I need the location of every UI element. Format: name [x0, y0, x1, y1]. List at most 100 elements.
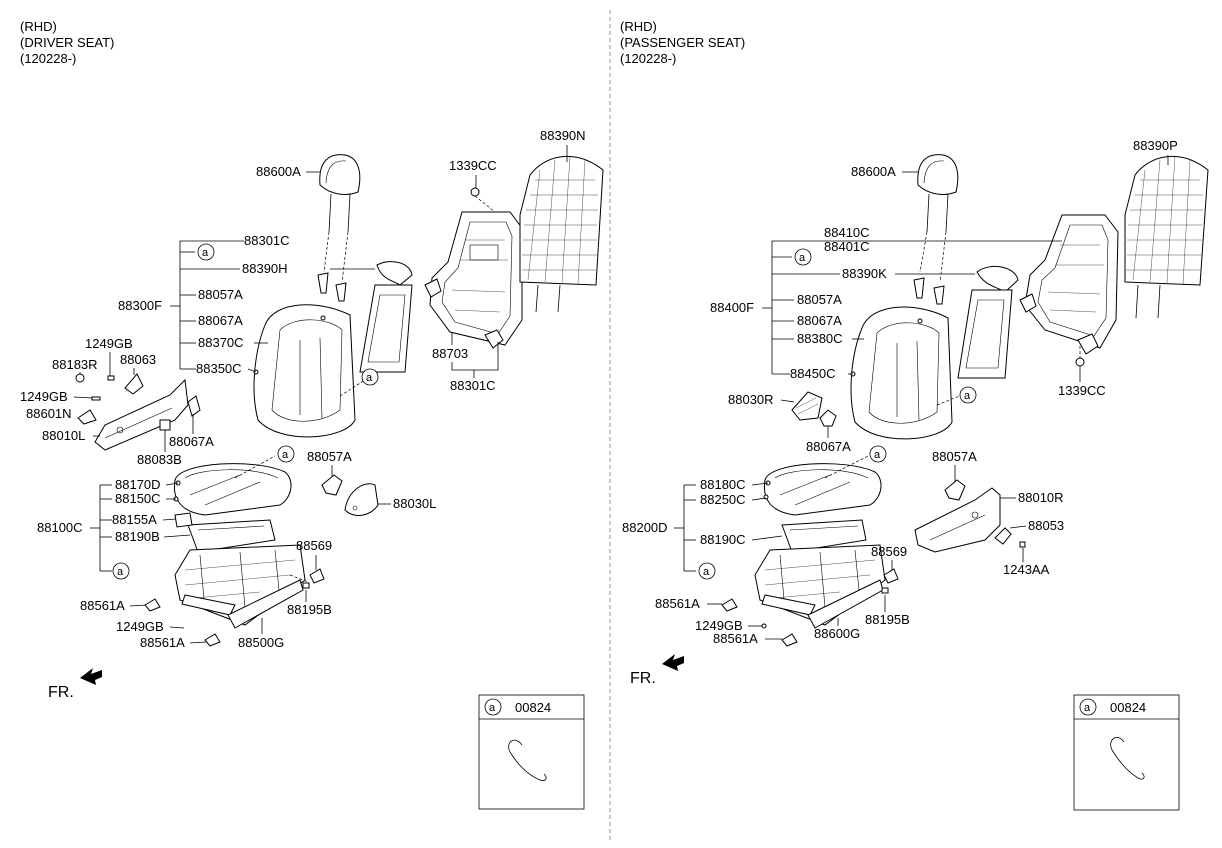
label-back-pad: 88450C — [790, 366, 836, 381]
label-screw-bottom: 1249GB — [695, 618, 743, 633]
back-cover-drawing: a — [850, 306, 977, 440]
hook-clip-icon — [508, 739, 547, 781]
label-cushion-base: 88190C — [700, 532, 746, 547]
label-bolt-right: 88195B — [865, 612, 910, 627]
label-bracket-a: 88057A — [797, 292, 842, 307]
label-lever: 88601N — [26, 406, 72, 421]
svg-text:a: a — [874, 449, 881, 461]
header-line-2: (PASSENGER SEAT) — [620, 35, 745, 50]
label-rail-left: 88561A — [80, 598, 125, 613]
side-shield-drawing — [791, 391, 837, 427]
back-foam-drawing — [957, 265, 1019, 379]
cushion-tree: a — [674, 482, 783, 580]
label-knob: 88063 — [120, 352, 156, 367]
hook-clip-icon — [1110, 737, 1145, 780]
back-assy-tree: a — [762, 240, 1062, 375]
svg-text:a: a — [703, 566, 710, 578]
callout-box: a 00824 — [478, 694, 585, 810]
label-side-cover: 88010R — [1018, 490, 1064, 505]
track-drawing — [721, 544, 899, 647]
label-bracket-c: 88057A — [932, 449, 977, 464]
label-knob: 88053 — [1028, 518, 1064, 533]
label-screw-top: 1249GB — [85, 336, 133, 351]
callout-part-number: 00824 — [515, 700, 551, 715]
cushion-drawing: a — [173, 445, 295, 553]
label-cushion-assy: 88100C — [37, 520, 83, 535]
label-frame-part: 88703 — [432, 346, 468, 361]
side-cover-drawing — [914, 479, 1026, 553]
svg-text:a: a — [282, 449, 289, 461]
label-side-shield: 88030L — [393, 496, 436, 511]
side-parts-drawing — [75, 373, 201, 451]
label-side-shield: 88030R — [728, 392, 774, 407]
back-frame-drawing — [424, 187, 523, 349]
callout-letter: a — [1084, 702, 1091, 714]
label-back-board: 88390P — [1133, 138, 1178, 153]
label-clip-right: 88569 — [296, 538, 332, 553]
label-cushion-pad: 88150C — [115, 491, 161, 506]
label-rear-clip: 88183R — [52, 357, 98, 372]
label-cushion-pad: 88250C — [700, 492, 746, 507]
front-label: FR. — [48, 684, 74, 701]
back-foam-drawing — [359, 261, 413, 373]
label-switch-small: 88083B — [137, 452, 182, 467]
label-frame-bolt: 1339CC — [1058, 383, 1106, 398]
callout-box: a 00824 — [1073, 694, 1180, 811]
label-bracket-a: 88057A — [198, 287, 243, 302]
label-headrest: 88600A — [256, 164, 301, 179]
label-back-assy: 88300F — [118, 298, 162, 313]
label-rail-bottom: 88561A — [713, 631, 758, 646]
headrest-drawing — [317, 154, 361, 302]
back-cover-drawing: a — [253, 304, 379, 438]
label-group-top: 88410C — [824, 225, 870, 240]
svg-text:a: a — [964, 390, 971, 402]
label-back-pad: 88350C — [196, 361, 242, 376]
front-label: FR. — [630, 670, 656, 687]
label-back-assy: 88400F — [710, 300, 754, 315]
cushion-drawing: a — [763, 445, 887, 553]
callout-part-number: 00824 — [1110, 700, 1146, 715]
label-track-assy: 88600G — [814, 626, 860, 641]
label-cushion-cover: 88170D — [115, 477, 161, 492]
label-screw-bottom: 1249GB — [116, 619, 164, 634]
label-frame-bolt: 1339CC — [449, 158, 497, 173]
label-back-bracket: 88067A — [797, 313, 842, 328]
back-frame-drawing — [1019, 214, 1119, 367]
label-screw-side: 1243AA — [1003, 562, 1050, 577]
header-line-1: (RHD) — [620, 19, 657, 34]
label-cushion-base: 88190B — [115, 529, 160, 544]
cushion-tree: a — [90, 482, 191, 580]
driver-seat-panel: (RHD) (DRIVER SEAT) (120228-) 88600A — [20, 19, 604, 810]
label-back-bracket: 88067A — [198, 313, 243, 328]
label-back-cover: 88370C — [198, 335, 244, 350]
header-line-3: (120228-) — [620, 51, 676, 66]
callout-letter: a — [489, 702, 496, 714]
svg-text:a: a — [117, 566, 124, 578]
label-rail-left: 88561A — [655, 596, 700, 611]
label-bracket-b: 88067A — [169, 434, 214, 449]
headrest-drawing — [913, 154, 959, 305]
label-back-foam: 88390K — [842, 266, 887, 281]
svg-text:a: a — [366, 372, 373, 384]
label-screw-side: 1249GB — [20, 389, 68, 404]
back-assy-tree: a — [170, 240, 375, 370]
label-bracket-c: 88057A — [307, 449, 352, 464]
back-board-drawing — [519, 155, 604, 313]
svg-text:a: a — [799, 252, 806, 264]
back-board-drawing — [1124, 155, 1209, 319]
label-side-cover: 88010L — [42, 428, 85, 443]
label-back-board: 88390N — [540, 128, 586, 143]
side-shield-drawing — [321, 474, 379, 516]
callout-a-back: a — [202, 247, 209, 259]
header-line-2: (DRIVER SEAT) — [20, 35, 114, 50]
passenger-seat-panel: (RHD) (PASSENGER SEAT) (120228-) 88600A … — [620, 19, 1209, 811]
label-track-assy: 88500G — [238, 635, 284, 650]
label-cushion-assy: 88200D — [622, 520, 668, 535]
front-arrow-icon — [80, 668, 102, 685]
header-line-3: (120228-) — [20, 51, 76, 66]
front-arrow-icon — [662, 654, 684, 671]
header-line-1: (RHD) — [20, 19, 57, 34]
label-back-group: 88301C — [244, 233, 290, 248]
label-cushion-cover: 88180C — [700, 477, 746, 492]
